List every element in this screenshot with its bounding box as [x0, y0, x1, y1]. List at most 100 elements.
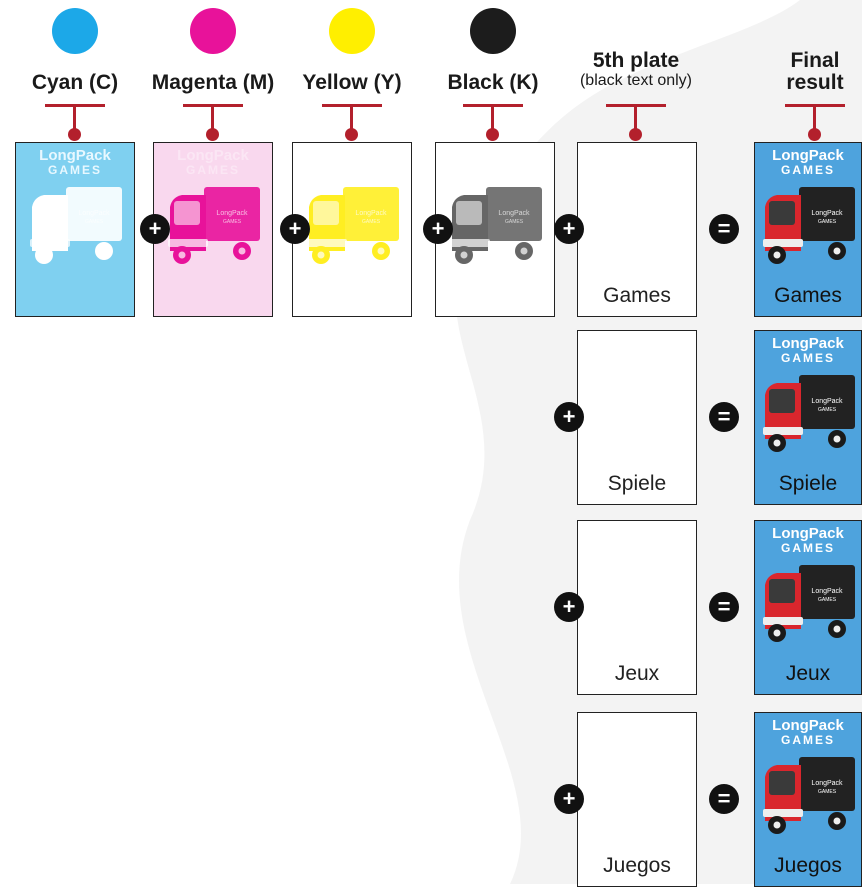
plate-header-black: Black (K) [423, 72, 563, 94]
final-card-text: Spiele [778, 472, 838, 495]
final-card-text: Jeux [785, 662, 831, 685]
connector-stem [634, 104, 637, 134]
fifth-plate-title: 5th plate [592, 49, 680, 72]
plate-header-magenta: Magenta (M) [143, 72, 283, 94]
plus-operator: + [554, 592, 584, 622]
final-card-text: Games [774, 284, 842, 307]
svg-text:GAMES: GAMES [818, 407, 837, 413]
final-result-title-line2: result [786, 71, 844, 94]
connector-dot [206, 128, 219, 141]
plus-operator: + [554, 402, 584, 432]
svg-text:GAMES: GAMES [223, 219, 242, 225]
plus-operator: + [554, 214, 584, 244]
svg-text:LongPack: LongPack [498, 210, 530, 217]
svg-text:LongPack: LongPack [811, 780, 843, 787]
fifth-plate-header: 5th plate(black text only) [556, 50, 716, 90]
logo-line2: GAMES [467, 163, 522, 177]
connector-stem [211, 104, 214, 134]
svg-text:GAMES: GAMES [85, 219, 104, 225]
fifth-plate-card: Jeux [577, 520, 697, 695]
logo-line1: LongPack [772, 717, 844, 734]
connector-dot [808, 128, 821, 141]
plate-label: Cyan (C) [31, 71, 119, 94]
svg-text:GAMES: GAMES [505, 219, 524, 225]
logo-line1: LongPack [772, 525, 844, 542]
fifth-plate-text: Jeux [614, 662, 660, 685]
color-swatch-cyan [52, 8, 98, 54]
svg-text:LongPack: LongPack [216, 210, 248, 217]
logo-line2: GAMES [324, 163, 379, 177]
color-swatch-yellow [329, 8, 375, 54]
plate-label: Magenta (M) [151, 71, 275, 94]
connector-stem [491, 104, 494, 134]
logo-line1: LongPack [316, 147, 388, 164]
connector-stem [73, 104, 76, 134]
fifth-plate-subtitle: (black text only) [579, 72, 693, 89]
svg-text:LongPack: LongPack [811, 210, 843, 217]
logo-line2: GAMES [780, 351, 835, 365]
plus-operator: + [140, 214, 170, 244]
svg-text:LongPack: LongPack [811, 398, 843, 405]
plate-label: Black (K) [447, 71, 539, 94]
color-swatch-magenta [190, 8, 236, 54]
logo-line2: GAMES [780, 541, 835, 555]
svg-text:LongPack: LongPack [811, 588, 843, 595]
svg-text:GAMES: GAMES [362, 219, 381, 225]
fifth-plate-text: Games [603, 284, 671, 307]
logo-line1: LongPack [459, 147, 531, 164]
plus-operator: + [423, 214, 453, 244]
fifth-plate-text: Juegos [603, 854, 671, 877]
logo-line2: GAMES [185, 163, 240, 177]
final-card-text: Juegos [774, 854, 842, 877]
logo-line1: LongPack [772, 147, 844, 164]
equals-operator: = [709, 402, 739, 432]
final-result-title: Final [790, 49, 840, 72]
logo-line1: LongPack [39, 147, 111, 164]
plus-operator: + [554, 784, 584, 814]
plate-label: Yellow (Y) [302, 71, 402, 94]
plate-header-yellow: Yellow (Y) [282, 72, 422, 94]
fifth-plate-card: Games [577, 142, 697, 317]
connector-stem [350, 104, 353, 134]
logo-line2: GAMES [47, 163, 102, 177]
plus-operator: + [280, 214, 310, 244]
svg-text:GAMES: GAMES [818, 219, 837, 225]
logo-line1: LongPack [772, 335, 844, 352]
logo-line1: LongPack [177, 147, 249, 164]
svg-text:GAMES: GAMES [818, 789, 837, 795]
svg-text:GAMES: GAMES [818, 597, 837, 603]
plate-header-cyan: Cyan (C) [5, 72, 145, 94]
equals-operator: = [709, 592, 739, 622]
logo-line2: GAMES [780, 163, 835, 177]
fifth-plate-card: Juegos [577, 712, 697, 887]
connector-dot [345, 128, 358, 141]
equals-operator: = [709, 214, 739, 244]
connector-dot [629, 128, 642, 141]
svg-text:LongPack: LongPack [78, 210, 110, 217]
